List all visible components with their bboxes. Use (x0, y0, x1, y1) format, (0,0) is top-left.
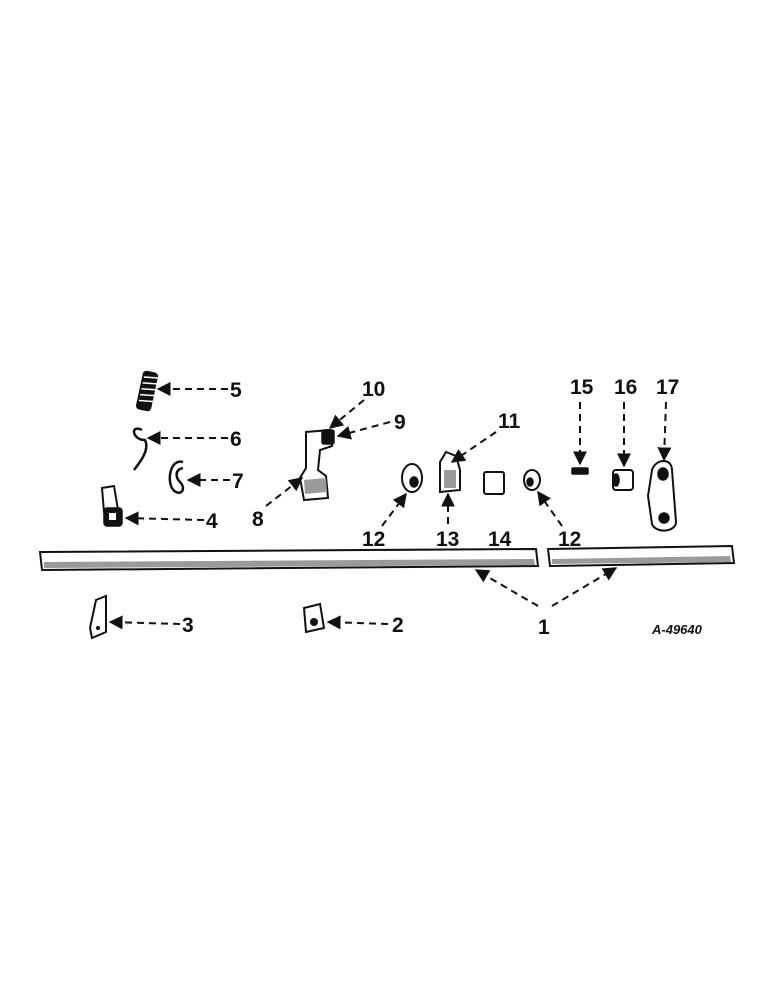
callout-17: 17 (656, 376, 679, 399)
callout-8: 8 (252, 508, 264, 531)
callout-7: 7 (232, 470, 244, 493)
callout-6: 6 (230, 428, 242, 451)
leader-lines (108, 382, 672, 630)
callout-12a: 12 (362, 528, 385, 551)
leader-1b (551, 567, 618, 607)
callout-15: 15 (570, 376, 594, 399)
roller-part (612, 469, 634, 491)
callout-4: 4 (206, 510, 218, 533)
pin-part (571, 467, 589, 475)
callout-12b: 12 (558, 528, 581, 551)
leader-8 (265, 477, 304, 507)
callout-5: 5 (230, 379, 242, 402)
leader-4 (124, 511, 205, 526)
clip-part (168, 460, 185, 494)
callout-labels: 5 6 7 4 8 10 9 11 12 13 14 12 15 16 17 3… (182, 376, 679, 639)
leader-11 (450, 431, 497, 463)
pawl-part (88, 594, 107, 640)
leader-2 (326, 615, 389, 630)
bushing-part (483, 471, 505, 495)
callout-13: 13 (436, 528, 459, 551)
leader-10 (328, 399, 365, 429)
callout-10: 10 (362, 378, 385, 401)
callout-3: 3 (182, 614, 194, 637)
spring-part (136, 370, 158, 412)
leader-9 (336, 421, 391, 440)
leader-12a (381, 492, 407, 527)
washer-part-left (401, 463, 423, 493)
latch-part (100, 484, 123, 527)
drawing-number: A-49640 (651, 622, 703, 637)
arm-part (646, 460, 678, 532)
callout-2: 2 (392, 614, 404, 637)
leader-12b (537, 490, 563, 527)
callout-16: 16 (614, 376, 637, 399)
callout-11: 11 (498, 410, 521, 433)
cam-part (439, 450, 461, 494)
nut-block-part (302, 602, 326, 634)
callout-9: 9 (394, 411, 406, 434)
washer-part-right (523, 469, 541, 491)
shaft-part (38, 544, 736, 572)
lever-assembly-part (298, 428, 335, 502)
callout-1: 1 (538, 616, 550, 639)
leader-3 (108, 615, 181, 630)
hook-wire-part (132, 427, 148, 471)
leader-17 (657, 401, 672, 462)
callout-14: 14 (488, 528, 512, 551)
leader-1a (474, 569, 539, 607)
